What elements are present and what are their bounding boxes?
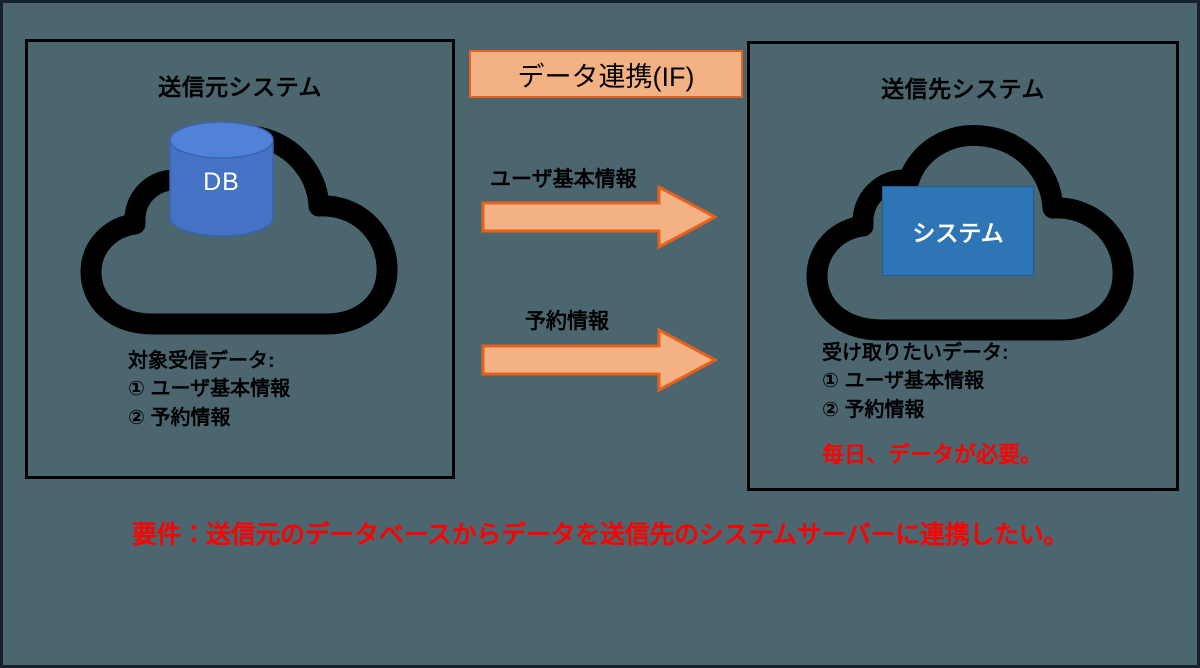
- database-cylinder-icon: DB: [168, 120, 275, 238]
- source-data-item-1: ① ユーザ基本情報: [128, 378, 291, 401]
- cloud-icon: [798, 124, 1148, 350]
- target-system-node-label: システム: [912, 220, 1004, 246]
- requirement-statement: 要件：送信元のデータベースからデータを送信先のシステムサーバーに連携したい。: [131, 521, 1069, 549]
- target-system-node: システム: [882, 186, 1034, 276]
- target-system-title: 送信先システム: [881, 76, 1045, 102]
- right-arrow-icon: [481, 185, 717, 249]
- data-interface-chip: データ連携(IF): [469, 50, 743, 98]
- source-data-list: 対象受信データ: ① ユーザ基本情報 ② 予約情報: [128, 347, 290, 432]
- target-data-list: 受け取りたいデータ: ① ユーザ基本情報 ② 予約情報: [822, 339, 1009, 424]
- db-label: DB: [203, 168, 240, 196]
- target-data-heading: 受け取りたいデータ:: [822, 342, 1009, 364]
- source-system-box: 送信元システム DB 対象受信データ: ① ユーザ基本情報 ② 予約情報: [25, 39, 455, 479]
- source-data-item-2: ② 予約情報: [128, 406, 231, 429]
- flow-label-user-basic-info: ユーザ基本情報: [490, 168, 637, 191]
- target-system-box: 送信先システム システム 受け取りたいデータ: ① ユーザ基本情報 ② 予約情報…: [747, 41, 1179, 491]
- source-data-heading: 対象受信データ:: [128, 350, 275, 372]
- flow-label-reservation-info: 予約情報: [525, 310, 609, 333]
- target-daily-requirement-note: 毎日、データが必要。: [822, 442, 1043, 467]
- right-arrow-icon: [481, 328, 717, 392]
- target-data-item-2: ② 予約情報: [822, 398, 925, 421]
- data-interface-chip-label: データ連携(IF): [517, 61, 695, 92]
- source-system-title: 送信元システム: [158, 74, 322, 100]
- target-data-item-1: ① ユーザ基本情報: [822, 370, 985, 393]
